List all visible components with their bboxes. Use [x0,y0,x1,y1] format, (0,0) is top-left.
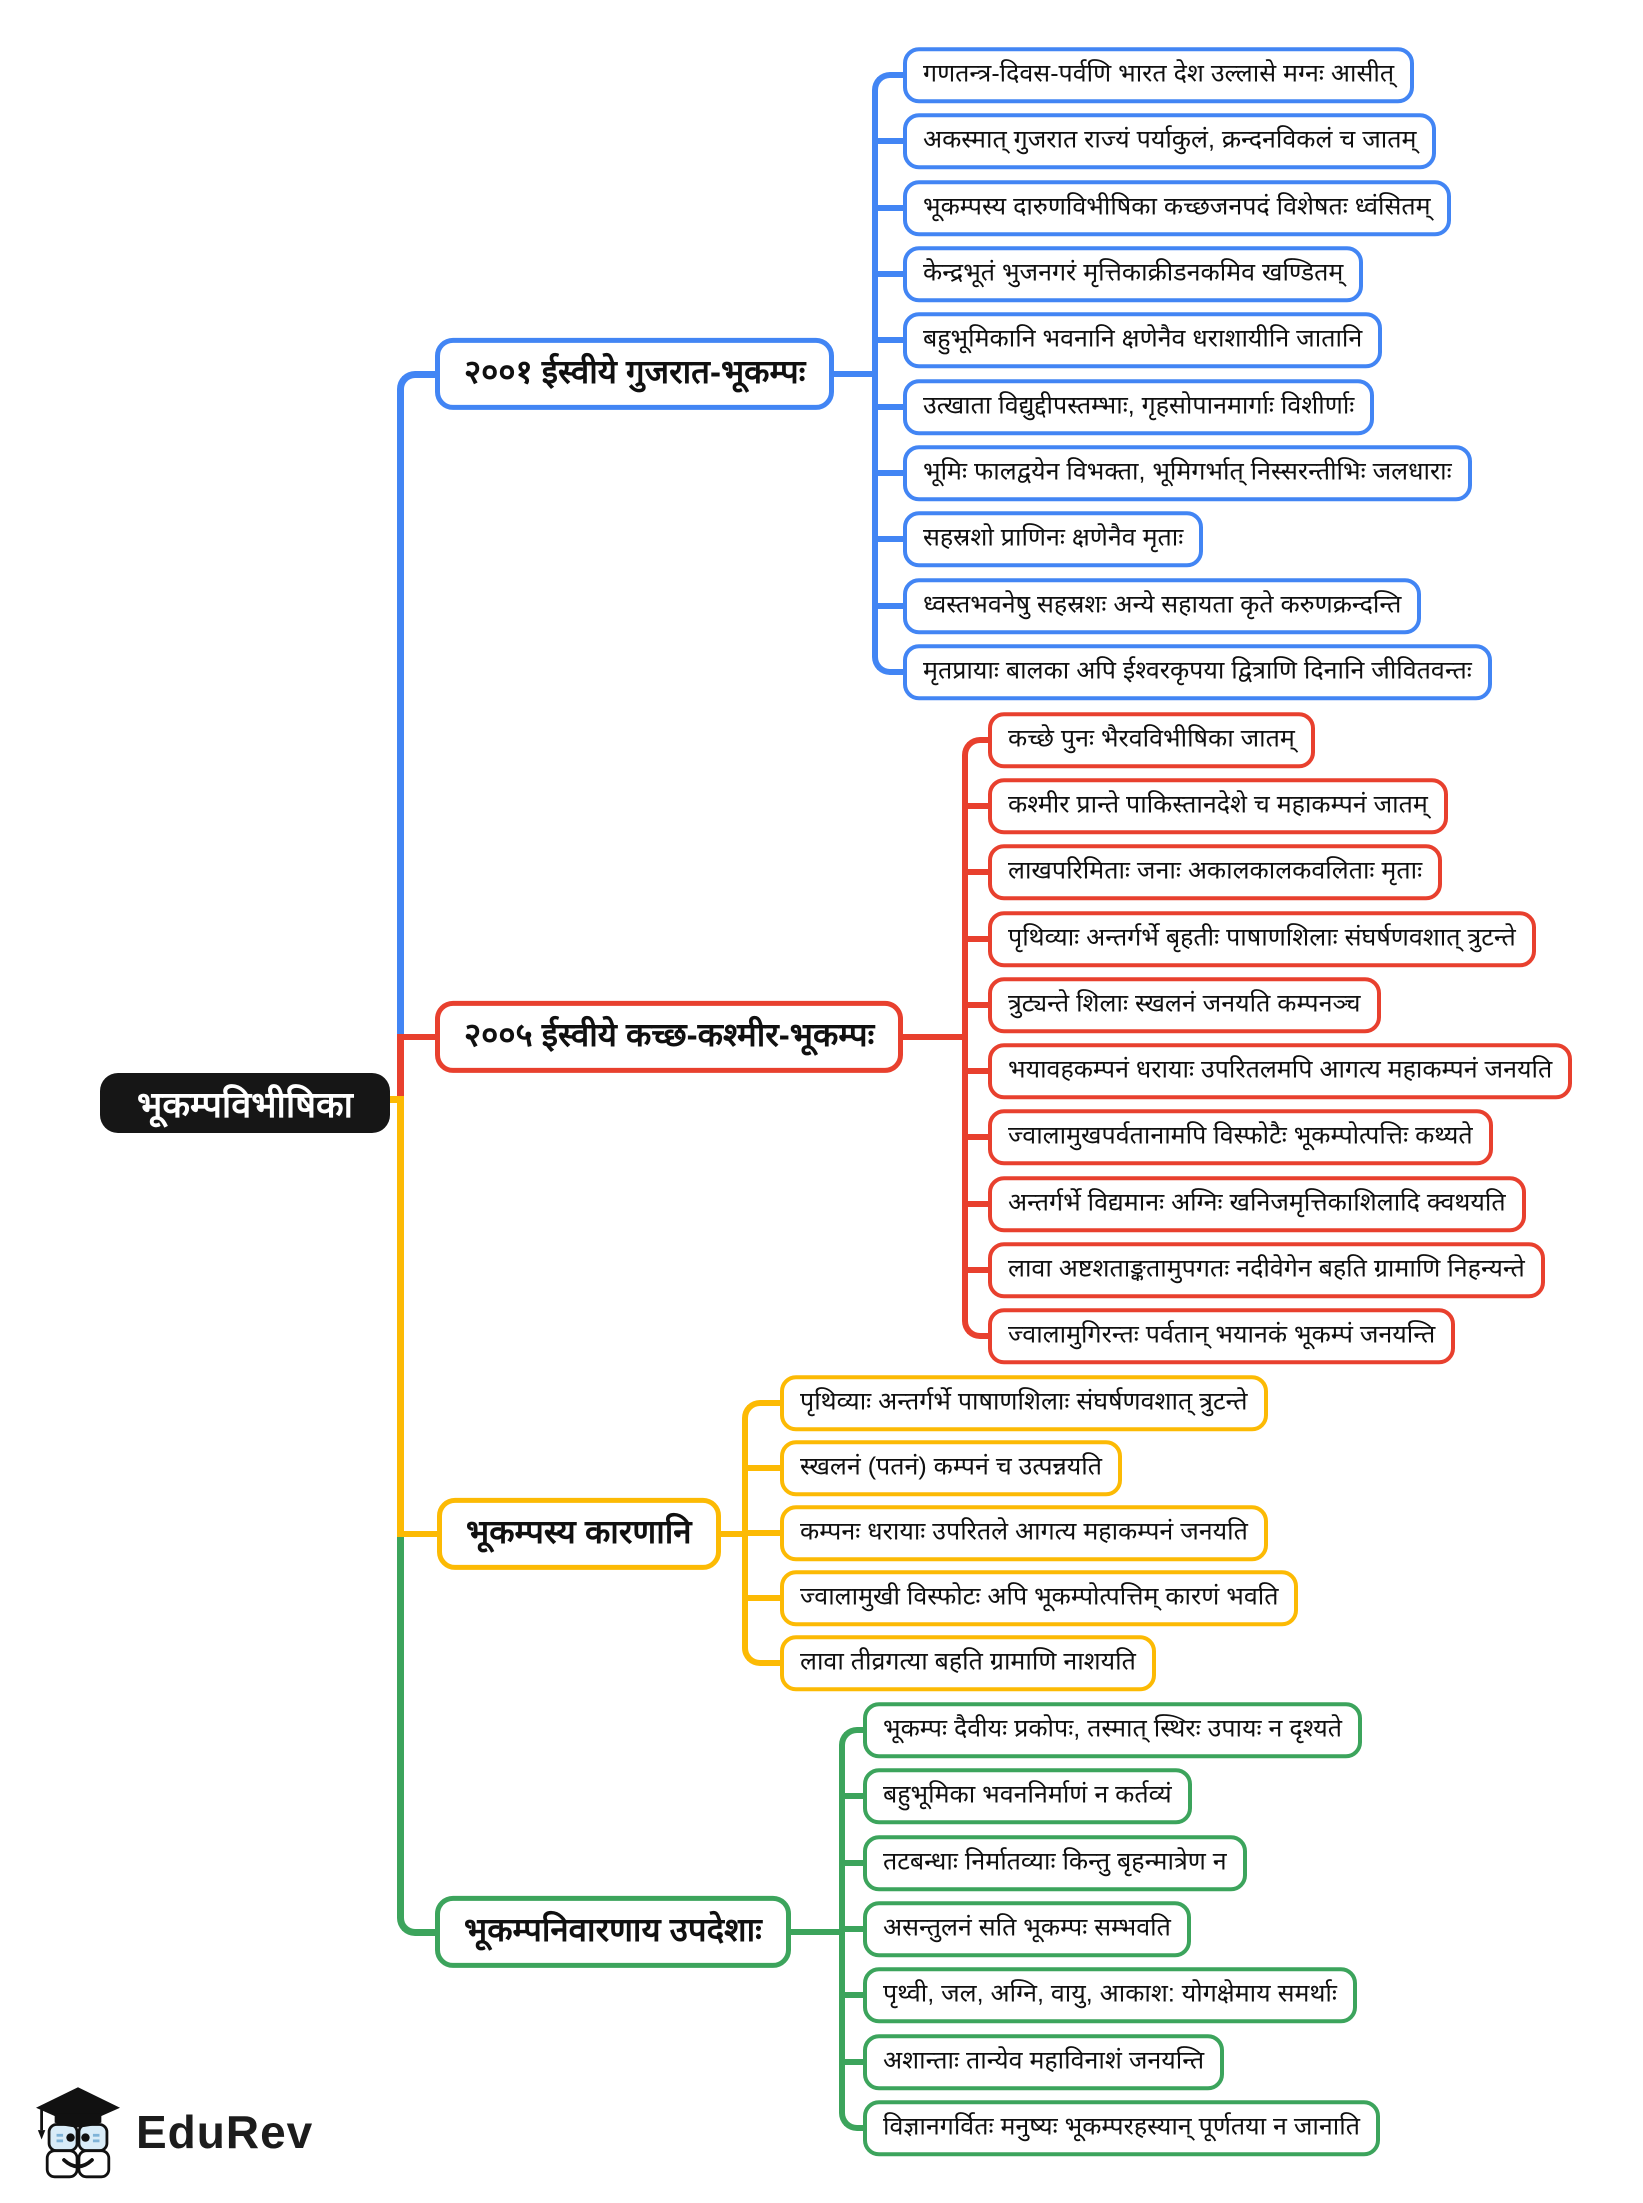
connector-line [962,1201,1012,1207]
root-node: भूकम्पविभीषिका [100,1073,390,1133]
leaf-node: ज्वालामुखी विस्फोटः अपि भूकम्पोत्पत्तिम्… [780,1570,1299,1626]
connector-line [962,1267,1012,1273]
connector-line [872,205,927,211]
connector-line [872,138,927,144]
branch-label-kutch-kashmir-2005: २००५ ईस्वीये कच्छ-कश्मीर-भूकम्पः [435,1000,904,1074]
leaf-node: तटबन्धाः निर्मातव्याः किन्तु बृहन्मात्रे… [863,1835,1247,1891]
connector-line [872,603,927,609]
leaf-node: पृथ्वी, जल, अग्नि, वायु, आकाश: योगक्षेमा… [863,1967,1357,2023]
connector-line [872,99,878,648]
leaf-node: त्रुट्यन्ते शिलाः स्खलनं जनयति कम्पनञ्च [988,977,1381,1033]
branch-label-causes: भूकम्पस्य कारणानि [437,1497,721,1571]
leaf-node: अन्तर्गर्भे विद्यमानः अग्निः खनिजमृत्तिक… [988,1176,1526,1232]
leaf-node: उत्खाता विद्युद्दीपस्तम्भाः, गृहसोपानमार… [903,379,1375,435]
connector-line [962,1068,1012,1074]
branch-label-gujarat-2001: २००१ ईस्वीये गुजरात-भूकम्पः [435,337,835,411]
leaf-node: विज्ञानगर्वितः मनुष्यः भूकम्परहस्यान् पू… [863,2100,1380,2156]
connector-line [962,803,1012,809]
leaf-node: भूकम्पस्य दारुणविभीषिका कच्छजनपदं विशेषत… [903,180,1451,236]
connector-line [397,1034,459,1040]
leaf-node: असन्तुलनं सति भूकम्पः सम्भवति [863,1901,1191,1957]
leaf-node: कच्छे पुनः भैरवविभीषिका जातम् [988,712,1315,768]
leaf-node: लाखपरिमिताः जनाः अकालकालकवलिताः मृताः [988,844,1443,900]
connector-elbow [742,1634,804,1666]
edurev-logo: EduRev [36,2084,313,2180]
connector-line [872,271,927,277]
leaf-node: पृथिव्याः अन्तर्गर्भे बृहतीः पाषाणशिलाः … [988,911,1536,967]
leaf-node: केन्द्रभूतं भुजनगरं मृत्तिकाक्रीडनकमिव ख… [903,246,1364,302]
connector-line [397,402,404,1040]
connector-elbow [397,370,459,405]
connector-line [872,337,927,343]
leaf-node: ज्वालामुगिरन्तः पर्वतान् भयानकं भूकम्पं … [988,1308,1456,1364]
connector-line [742,1530,804,1536]
connector-line [962,764,968,1312]
connector-line [872,536,927,542]
connector-line [397,1531,404,1904]
leaf-node: लावा अष्टशताङ्कतामुपगतः नदीवेगेन बहति ग्… [988,1242,1545,1298]
connector-line [962,1002,1012,1008]
connector-line [872,470,927,476]
leaf-node: अकस्मात् गुजरात राज्यं पर्याकुलं, क्रन्द… [903,113,1437,169]
connector-line [397,1531,461,1537]
connector-elbow [397,1901,459,1936]
edurev-logo-icon [36,2087,120,2179]
leaf-node: ज्वालामुखपर्वतानामपि विस्फोटैः भूकम्पोत्… [988,1109,1493,1165]
connector-line [872,404,927,410]
connector-line [742,1595,804,1601]
leaf-node: बहुभूमिकानि भवनानि क्षणेनैव धराशायीनि जा… [903,312,1383,368]
leaf-node: पृथिव्याः अन्तर्गर्भे पाषाणशिलाः संघर्षण… [780,1375,1268,1431]
connector-elbow [962,737,1012,769]
connector-elbow [742,1400,804,1432]
leaf-node: गणतन्त्र-दिवस-पर्वणि भारत देश उल्लासे मग… [903,47,1415,103]
leaf-node: कश्मीर प्रान्ते पाकिस्तानदेशे च महाकम्पन… [988,778,1448,834]
leaf-node: कम्पनः धरायाः उपरितले आगत्य महाकम्पनं जन… [780,1505,1268,1561]
leaf-node: भूमिः फालद्वयेन विभक्ता, भूमिगर्भात् निस… [903,445,1472,501]
leaf-node: स्खलनं (पतनं) कम्पनं च उत्पन्नयति [780,1440,1123,1496]
books-icon [45,2123,111,2179]
connector-elbow [962,1307,1012,1339]
leaf-node: सहस्रशो प्राणिनः क्षणेनैव मृताः [903,511,1204,567]
connector-line [962,869,1012,875]
leaf-node: बहुभूमिका भवननिर्माणं न कर्तव्यं [863,1768,1192,1824]
leaf-node: मृतप्रायाः बालका अपि ईश्वरकृपया द्वित्रा… [903,644,1492,700]
leaf-node: अशान्ताः तान्येव महाविनाशं जनयन्ति [863,2034,1225,2090]
connector-elbow [872,72,927,104]
leaf-node: भूकम्पः दैवीयः प्रकोपः, तस्मात् स्थिरः उ… [863,1702,1362,1758]
connector-line [962,936,1012,942]
leaf-node: लावा तीव्रगत्या बहति ग्रामाणि नाशयति [780,1635,1156,1691]
edurev-logo-text: EduRev [136,2106,314,2158]
leaf-node: ध्वस्तभवनेषु सहस्रशः अन्ये सहायता कृते क… [903,578,1422,634]
graduation-cap-icon [36,2087,120,2140]
connector-line [397,1034,404,1103]
leaf-node: भयावहकम्पनं धरायाः उपरितलमपि आगत्य महाकम… [988,1043,1573,1099]
connector-line [742,1465,804,1471]
connector-elbow [872,643,927,675]
connector-line [397,1096,404,1537]
connector-line [962,1134,1012,1140]
branch-label-prevention: भूकम्पनिवारणाय उपदेशाः [435,1895,791,1969]
